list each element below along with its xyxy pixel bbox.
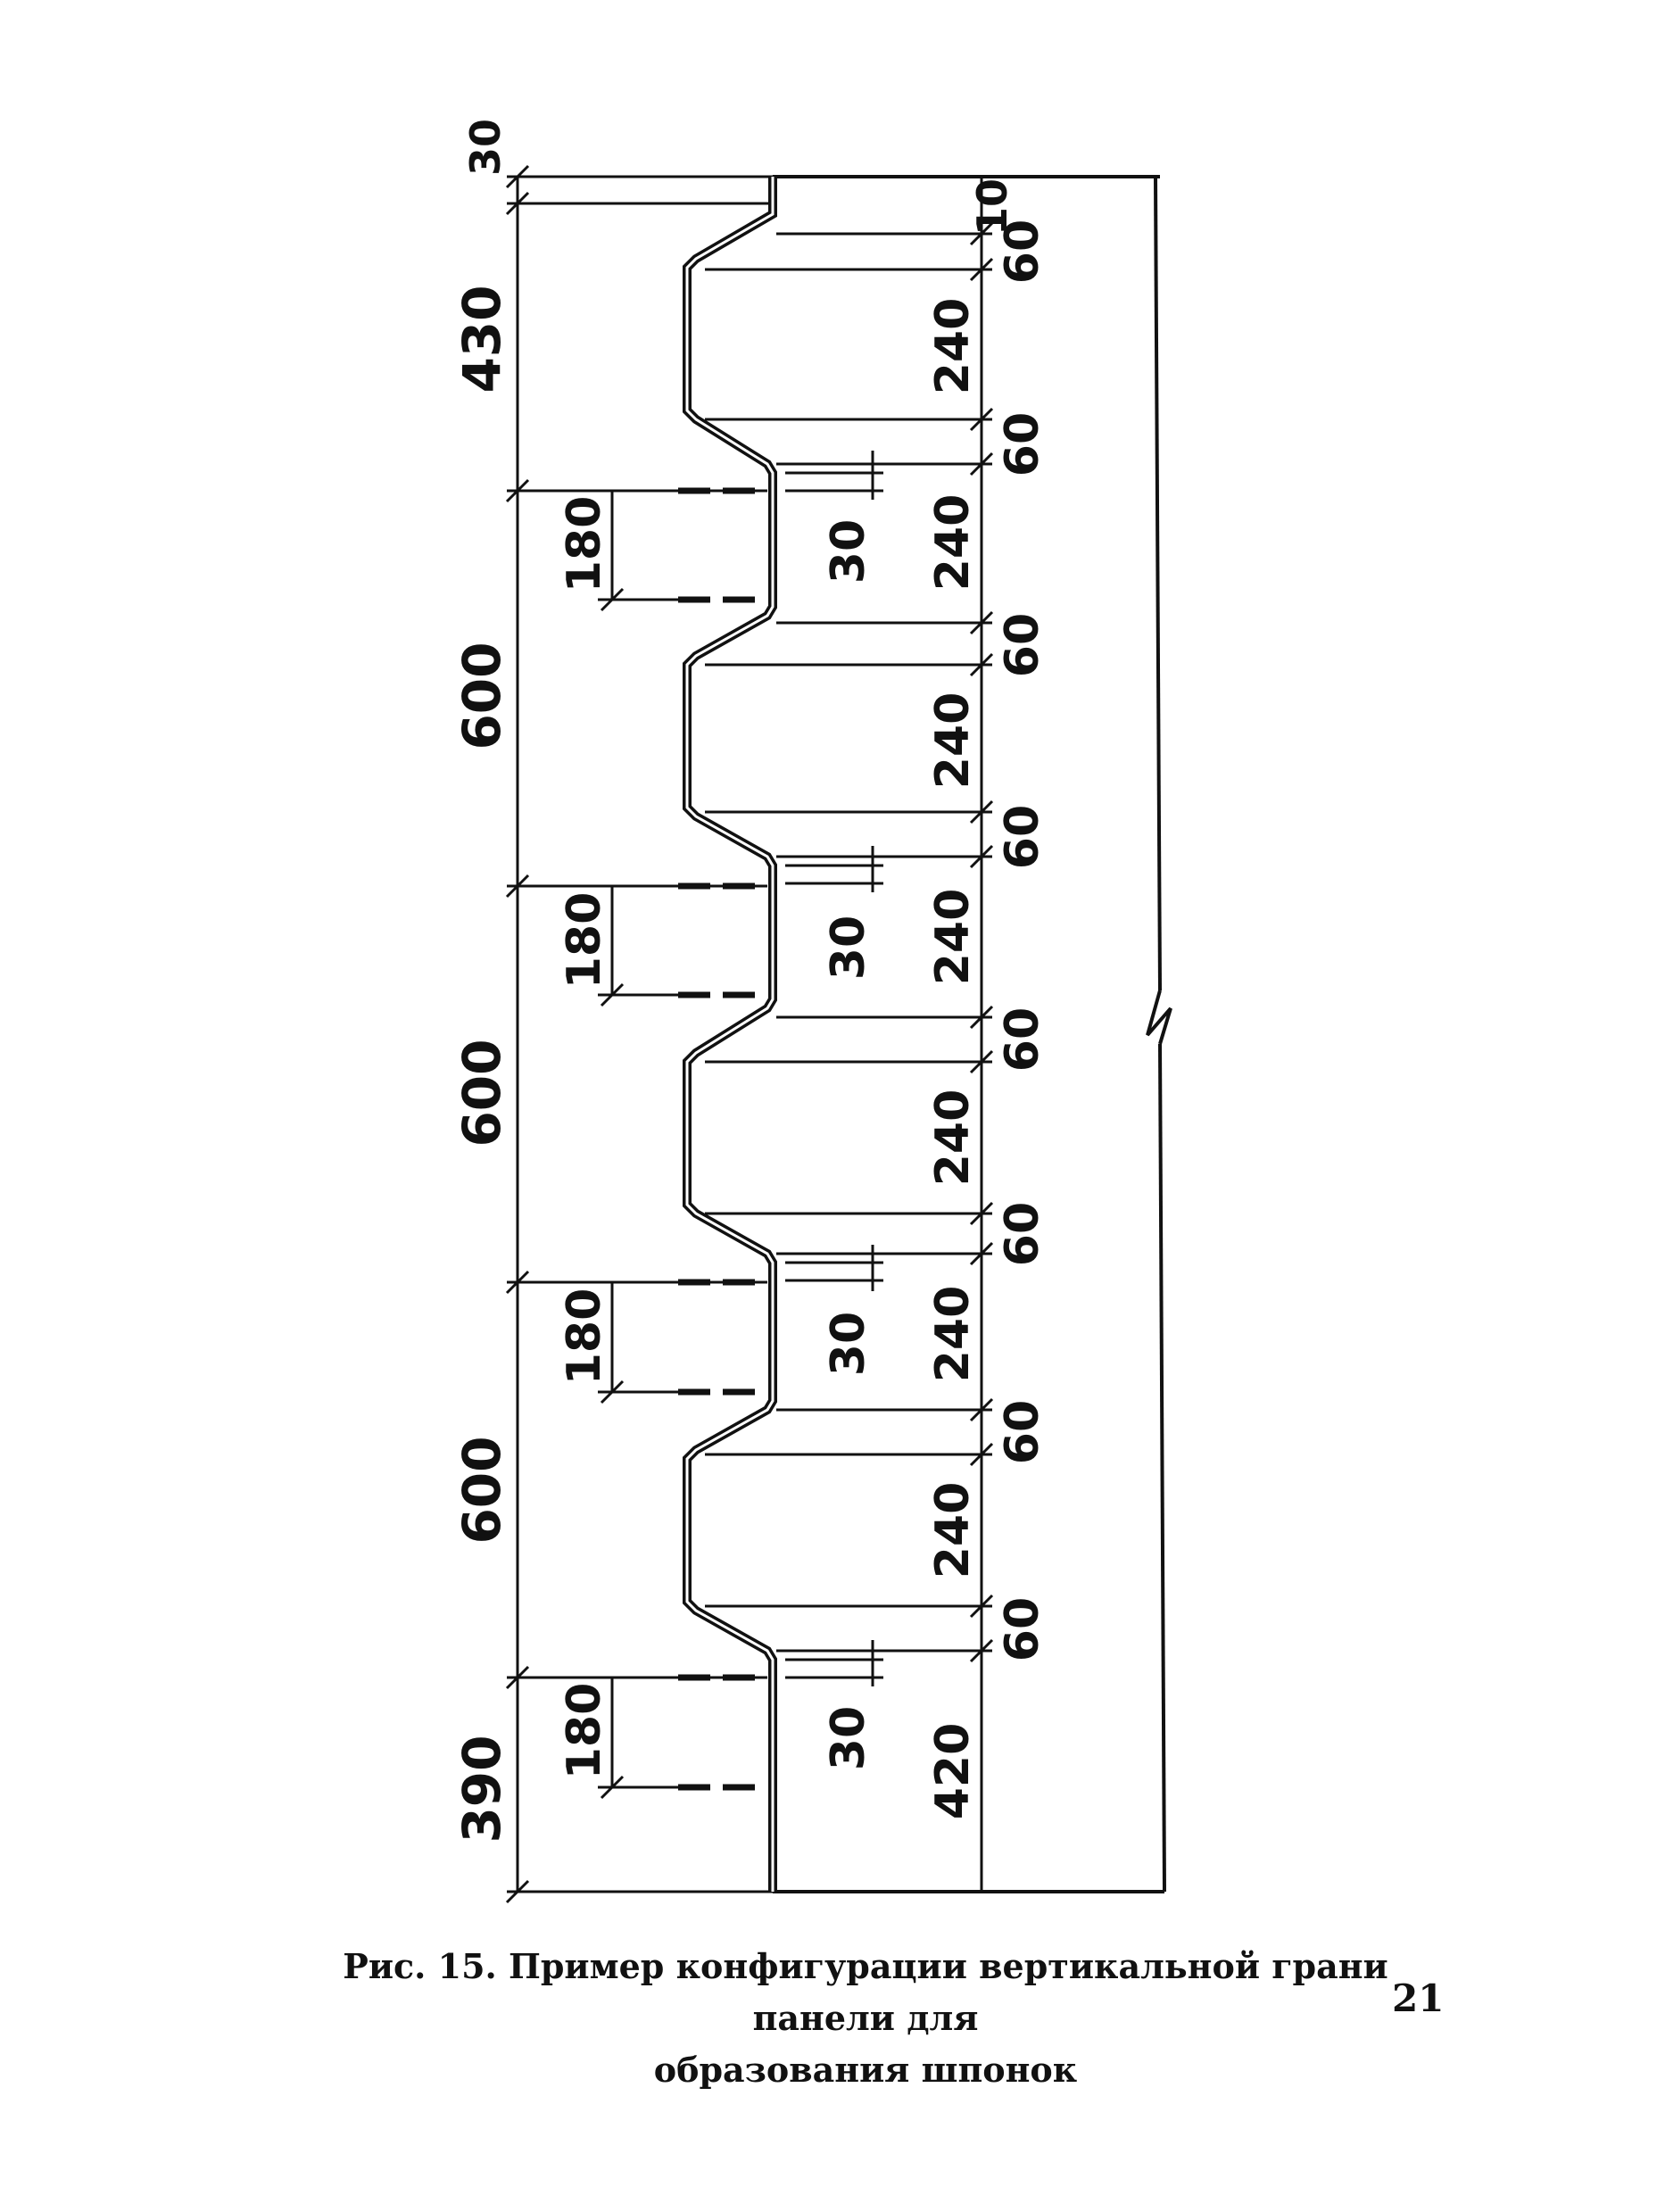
- key-depth-dimensions: [785, 451, 883, 1686]
- dimension-labels: 3043060060060039018018018018030303030106…: [451, 119, 1049, 1843]
- right-dimension-label: 240: [926, 1089, 980, 1187]
- right-dimension-label: 240: [926, 298, 980, 395]
- key-depth-label: 30: [822, 519, 875, 584]
- left-dimension-label: 600: [451, 1039, 512, 1147]
- right-dimension-label: 420: [926, 1723, 980, 1820]
- key-depth-label: 30: [822, 1706, 875, 1770]
- right-dimension-label: 240: [926, 692, 980, 790]
- left-dimension-label: 600: [451, 642, 512, 750]
- key-height-label: 180: [558, 892, 611, 990]
- panel-outline: [773, 175, 1172, 1893]
- left-dimension-line: [505, 164, 773, 1904]
- right-dimension-label: 60: [996, 805, 1049, 869]
- left-dimension-label: 390: [451, 1735, 512, 1843]
- right-dimension-label: 60: [996, 412, 1049, 476]
- left-dimension-label: 430: [451, 285, 512, 393]
- key-depth-label: 30: [822, 1312, 875, 1376]
- right-dimension-label: 240: [926, 889, 980, 986]
- key-height-dimensions: [598, 487, 767, 1800]
- right-dimension-label: 60: [996, 220, 1049, 284]
- right-dimension-label: 60: [996, 1202, 1049, 1266]
- left-dimension-label: 30: [461, 119, 509, 176]
- caption-line-2: образования шпонок: [653, 2050, 1078, 2090]
- break-mark: [1146, 990, 1172, 1045]
- left-dimension-label: 600: [451, 1436, 512, 1544]
- joint-profile: [683, 177, 777, 1892]
- right-dimension-label: 60: [996, 1007, 1049, 1072]
- right-dimension-label: 240: [926, 494, 980, 592]
- page-number: 21: [1392, 1976, 1445, 2020]
- key-height-label: 180: [558, 1683, 611, 1780]
- key-height-label: 180: [558, 1288, 611, 1386]
- right-dimension-chain: [705, 177, 994, 1892]
- right-dimension-label: 60: [996, 1597, 1049, 1661]
- caption-line-1: Рис. 15. Пример конфигурации вертикально…: [343, 1946, 1388, 2038]
- right-dimension-label: 60: [996, 613, 1049, 677]
- right-dimension-label: 60: [996, 1400, 1049, 1464]
- right-dimension-label: 240: [926, 1482, 980, 1579]
- figure-caption: Рис. 15. Пример конфигурации вертикально…: [268, 1941, 1463, 2096]
- right-dimension-label: 10: [968, 178, 1016, 236]
- right-dimension-label: 240: [926, 1286, 980, 1383]
- key-depth-label: 30: [822, 915, 875, 980]
- key-height-label: 180: [558, 496, 611, 593]
